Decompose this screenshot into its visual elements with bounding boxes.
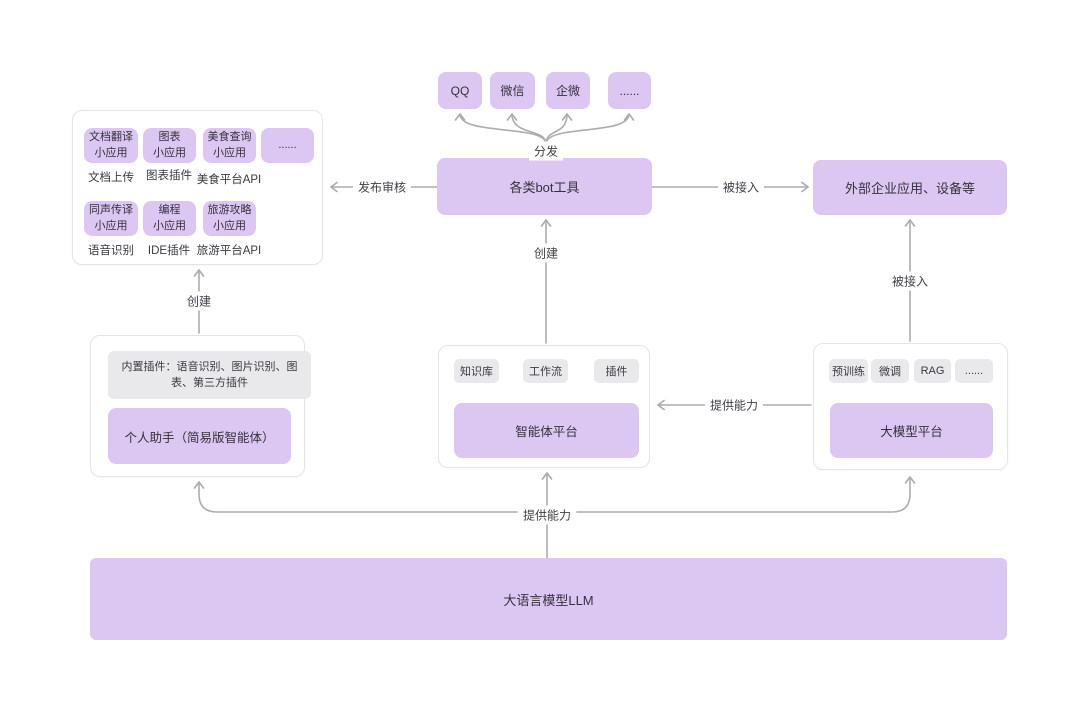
card-more-app: ...... (261, 128, 314, 163)
panel-mini-apps: 文档翻译 小应用 图表 小应用 美食查询 小应用 ...... 文档上传 图表插… (72, 110, 323, 265)
chip-rag: RAG (914, 359, 951, 383)
caption-travel-api: 旅游平台API (196, 245, 262, 257)
chip-pretrain: 预训练 (829, 359, 868, 383)
card-food-query-app: 美食查询 小应用 (203, 128, 256, 163)
caption-speech-recognition: 语音识别 (88, 245, 134, 257)
node-bot-tools: 各类bot工具 (437, 158, 652, 215)
edge-llm-to-assistant (193, 481, 518, 513)
chip-workflow: 工作流 (523, 359, 568, 383)
node-channel-qiwei: 企微 (546, 72, 590, 109)
caption-food-api: 美食平台API (196, 174, 262, 186)
caption-chart-plugin: 图表插件 (146, 170, 192, 182)
chip-knowledge-base: 知识库 (454, 359, 499, 383)
edge-label-provide-mid: 提供能力 (704, 395, 764, 415)
card-chart-app: 图表 小应用 (143, 128, 196, 163)
node-channel-wechat: 微信 (490, 72, 535, 109)
edge-distribute-wechat (506, 113, 547, 145)
card-doc-translate-app: 文档翻译 小应用 (84, 128, 138, 163)
node-channel-more: ...... (608, 72, 651, 109)
node-external-apps: 外部企业应用、设备等 (813, 160, 1007, 215)
edge-label-publish-review: 发布审核 (352, 177, 412, 197)
node-channel-qq: QQ (438, 72, 482, 109)
chip-finetune: 微调 (871, 359, 909, 383)
card-travel-guide-app: 旅游攻略 小应用 (203, 201, 256, 236)
caption-doc-upload: 文档上传 (88, 172, 134, 184)
chip-plugin: 插件 (594, 359, 639, 383)
node-model-platform: 大模型平台 (830, 403, 993, 458)
panel-agent-platform: 知识库 工作流 插件 智能体平台 (438, 345, 650, 468)
edge-label-create-left: 创建 (181, 291, 217, 311)
edge-label-distribute: 分发 (528, 141, 564, 161)
edge-label-be-integrated-v: 被接入 (886, 271, 934, 291)
card-coding-app: 编程 小应用 (143, 201, 196, 236)
edge-distribute-qiwei (545, 113, 573, 145)
edge-label-be-integrated-h: 被接入 (717, 177, 765, 197)
caption-ide-plugin: IDE插件 (147, 245, 191, 257)
edge-label-create-mid: 创建 (528, 243, 564, 263)
node-llm: 大语言模型LLM (90, 558, 1007, 640)
chip-more: ...... (955, 359, 993, 383)
panel-assistant: 内置插件：语音识别、图片识别、图表、第三方插件 个人助手（简易版智能体） (90, 335, 311, 477)
builtin-plugins-bar: 内置插件：语音识别、图片识别、图表、第三方插件 (108, 351, 311, 399)
node-agent-platform: 智能体平台 (454, 403, 639, 458)
panel-model-platform: 预训练 微调 RAG ...... 大模型平台 (813, 343, 1008, 470)
node-personal-assistant: 个人助手（简易版智能体） (108, 408, 291, 464)
edge-distribute-more (545, 113, 635, 145)
edge-distribute-qq (454, 113, 547, 145)
edge-llm-to-model (576, 476, 916, 513)
edge-label-provide-bottom: 提供能力 (517, 505, 577, 525)
card-interpreting-app: 同声传译 小应用 (84, 201, 138, 236)
